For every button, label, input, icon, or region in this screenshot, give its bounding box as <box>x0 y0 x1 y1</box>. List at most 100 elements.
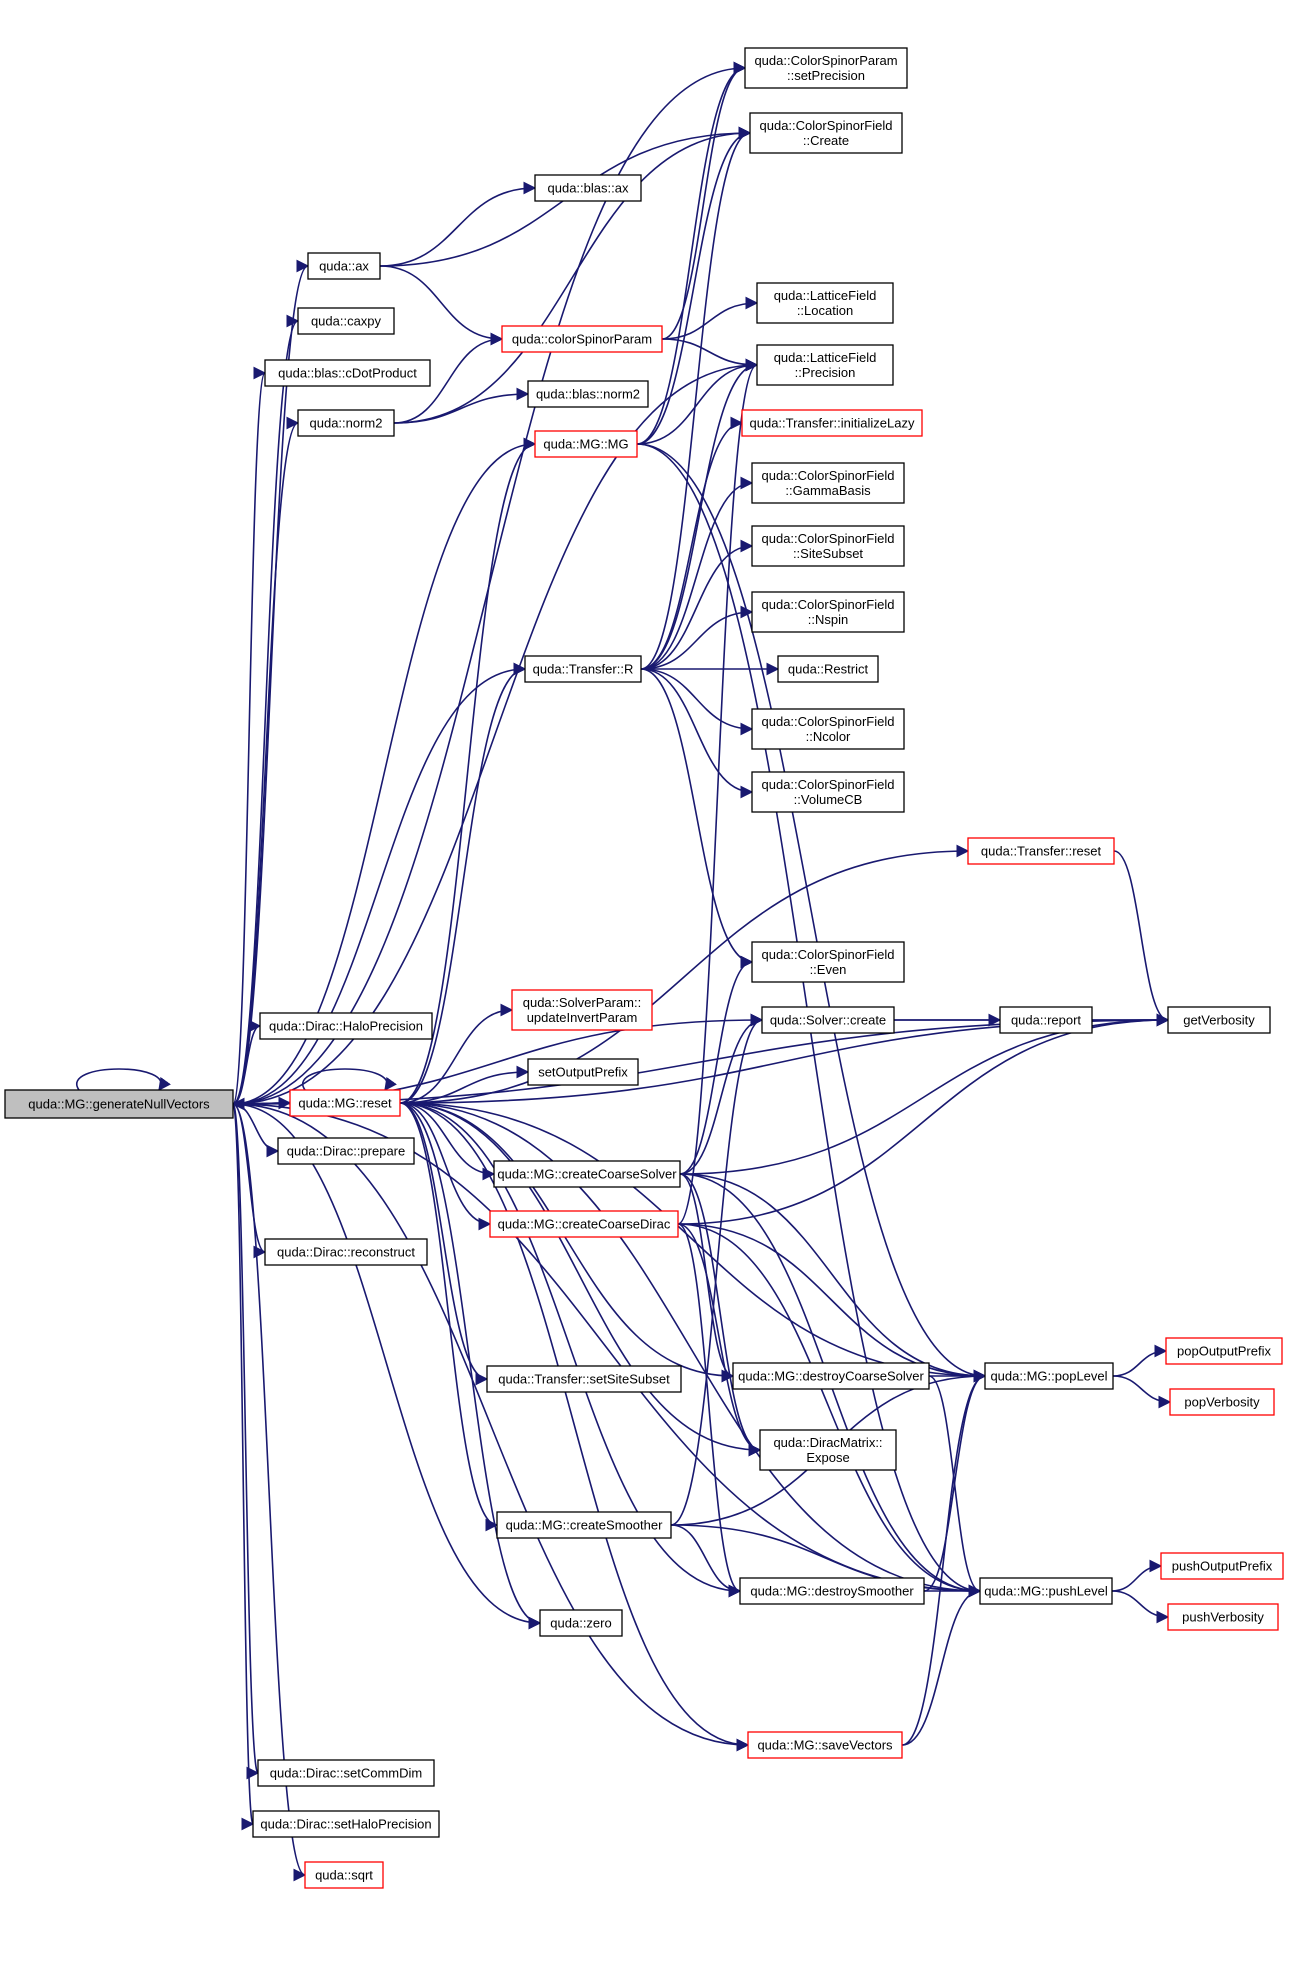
edge-csp-to-setprec <box>661 61 747 340</box>
node-box-transR <box>524 655 642 683</box>
node-tinit[interactable]: quda::Transfer::initializeLazy <box>741 409 923 437</box>
node-restrict[interactable]: quda::Restrict <box>777 655 879 683</box>
edge-root-to-zero <box>232 1103 542 1630</box>
node-nspin[interactable]: quda::ColorSpinorField::Nspin <box>751 591 905 633</box>
node-setprec[interactable]: quda::ColorSpinorParam::setPrecision <box>744 47 908 89</box>
node-sitesub[interactable]: quda::ColorSpinorField::SiteSubset <box>751 525 905 567</box>
node-label-setoutprefix: setOutputPrefix <box>538 1064 628 1079</box>
node-sqrt[interactable]: quda::sqrt <box>304 1861 384 1889</box>
edge-pushlevel-to-pushout <box>1111 1559 1163 1592</box>
node-solverparam[interactable]: quda::SolverParam::updateInvertParam <box>511 989 653 1031</box>
node-pushout[interactable]: pushOutputPrefix <box>1160 1552 1284 1580</box>
node-savevec[interactable]: quda::MG::saveVectors <box>747 1731 903 1759</box>
node-label-nspin-line1: quda::ColorSpinorField <box>762 597 895 612</box>
edge-reset-to-dcsolver <box>399 1102 735 1383</box>
node-getverb[interactable]: getVerbosity <box>1167 1006 1271 1034</box>
node-label-setprec-line2: ::setPrecision <box>787 68 865 83</box>
node-popout[interactable]: popOutputPrefix <box>1165 1337 1283 1365</box>
node-sethalo[interactable]: quda::Dirac::setHaloPrecision <box>252 1810 440 1838</box>
node-label-lfprec-line1: quda::LatticeField <box>774 350 877 365</box>
node-label-even-line1: quda::ColorSpinorField <box>762 947 895 962</box>
node-csmoother[interactable]: quda::MG::createSmoother <box>496 1511 672 1539</box>
node-label-sitesub-line1: quda::ColorSpinorField <box>762 531 895 546</box>
node-ccdirac[interactable]: quda::MG::createCoarseDirac <box>489 1210 679 1238</box>
node-label-mgmg: quda::MG::MG <box>543 436 628 451</box>
node-box-solverparam <box>511 989 653 1031</box>
edge-root-to-prepare <box>232 1103 280 1158</box>
node-norm2[interactable]: quda::norm2 <box>297 409 395 437</box>
node-zero[interactable]: quda::zero <box>539 1609 623 1637</box>
edge-reset-to-ccsolver <box>399 1102 496 1181</box>
node-label-popout: popOutputPrefix <box>1177 1343 1271 1358</box>
node-setsite[interactable]: quda::Transfer::setSiteSubset <box>486 1365 682 1393</box>
node-lfloc[interactable]: quda::LatticeField::Location <box>756 282 894 324</box>
node-label-lfloc-line1: quda::LatticeField <box>774 288 877 303</box>
edge-reset-to-setsite <box>399 1102 489 1386</box>
node-reset[interactable]: quda::MG::reset <box>289 1089 401 1117</box>
node-reconstruct[interactable]: quda::Dirac::reconstruct <box>264 1238 428 1266</box>
edge-mgmg-to-csfcreate <box>636 126 752 445</box>
node-box-ax <box>307 252 381 280</box>
edge-reset-to-expose <box>399 1102 762 1457</box>
node-blasax[interactable]: quda::blas::ax <box>534 174 642 202</box>
node-ax[interactable]: quda::ax <box>307 252 381 280</box>
node-caxpy[interactable]: quda::caxpy <box>297 307 395 335</box>
node-pushverb[interactable]: pushVerbosity <box>1167 1603 1279 1631</box>
node-solvercreate[interactable]: quda::Solver::create <box>761 1006 895 1034</box>
node-pushlevel[interactable]: quda::MG::pushLevel <box>979 1577 1113 1605</box>
node-volcb[interactable]: quda::ColorSpinorField::VolumeCB <box>751 771 905 813</box>
node-label-ax: quda::ax <box>319 258 369 273</box>
node-ncolor[interactable]: quda::ColorSpinorField::Ncolor <box>751 708 905 750</box>
node-prepare[interactable]: quda::Dirac::prepare <box>277 1137 415 1165</box>
node-box-getverb <box>1167 1006 1271 1034</box>
node-box-dcsolver <box>732 1362 930 1390</box>
node-csp[interactable]: quda::colorSpinorParam <box>501 325 663 353</box>
edge-root-to-savevec <box>232 1103 750 1752</box>
node-halo[interactable]: quda::Dirac::HaloPrecision <box>259 1012 433 1040</box>
node-dsmoother[interactable]: quda::MG::destroySmoother <box>739 1577 925 1605</box>
node-ccsolver[interactable]: quda::MG::createCoarseSolver <box>493 1160 681 1188</box>
node-popverb[interactable]: popVerbosity <box>1169 1388 1275 1416</box>
node-label-zero: quda::zero <box>550 1615 611 1630</box>
edge-ccsolver-to-expose <box>679 1173 762 1457</box>
node-gamma[interactable]: quda::ColorSpinorField::GammaBasis <box>751 462 905 504</box>
node-blasnorm2[interactable]: quda::blas::norm2 <box>527 380 649 408</box>
node-even[interactable]: quda::ColorSpinorField::Even <box>751 941 905 983</box>
node-transR[interactable]: quda::Transfer::R <box>524 655 642 683</box>
node-label-tinit: quda::Transfer::initializeLazy <box>750 415 915 430</box>
node-box-nspin <box>751 591 905 633</box>
edge-ccsolver-to-even <box>679 955 754 1175</box>
node-expose[interactable]: quda::DiracMatrix::Expose <box>759 1429 897 1471</box>
node-label-setprec-line1: quda::ColorSpinorParam <box>754 53 897 68</box>
node-box-csfcreate <box>749 112 903 154</box>
node-dcsolver[interactable]: quda::MG::destroyCoarseSolver <box>732 1362 930 1390</box>
node-cdot[interactable]: quda::blas::cDotProduct <box>264 359 431 387</box>
edge-reset-to-solverparam <box>399 1003 514 1104</box>
node-box-caxpy <box>297 307 395 335</box>
node-lfprec[interactable]: quda::LatticeField::Precision <box>756 344 894 386</box>
node-report[interactable]: quda::report <box>999 1006 1093 1034</box>
node-mgmg[interactable]: quda::MG::MG <box>534 430 638 458</box>
node-box-setoutprefix <box>527 1058 639 1086</box>
node-label-solverparam-line1: quda::SolverParam:: <box>523 995 642 1010</box>
nodes-layer: quda::MG::generateNullVectorsquda::axqud… <box>4 47 1284 1889</box>
node-box-zero <box>539 1609 623 1637</box>
node-label-report: quda::report <box>1011 1012 1081 1027</box>
node-poplevel[interactable]: quda::MG::popLevel <box>984 1362 1114 1390</box>
node-csfcreate[interactable]: quda::ColorSpinorField::Create <box>749 112 903 154</box>
edge-poplevel-to-popverb <box>1112 1375 1172 1409</box>
node-root[interactable]: quda::MG::generateNullVectors <box>4 1089 234 1119</box>
node-setcomm[interactable]: quda::Dirac::setCommDim <box>257 1759 435 1787</box>
node-box-csmoother <box>496 1511 672 1539</box>
edge-reset-to-ccdirac <box>399 1102 492 1231</box>
node-setoutprefix[interactable]: setOutputPrefix <box>527 1058 639 1086</box>
edge-reset-to-treset <box>399 844 970 1104</box>
node-label-sqrt: quda::sqrt <box>315 1867 373 1882</box>
edge-mgmg-to-setprec <box>636 61 747 445</box>
node-box-even <box>751 941 905 983</box>
node-label-even-line2: ::Even <box>810 962 847 977</box>
edge-reset-to-zero <box>399 1102 542 1630</box>
node-box-pushverb <box>1167 1603 1279 1631</box>
node-treset[interactable]: quda::Transfer::reset <box>967 837 1115 865</box>
edge-root-to-sethalo <box>232 1103 255 1830</box>
